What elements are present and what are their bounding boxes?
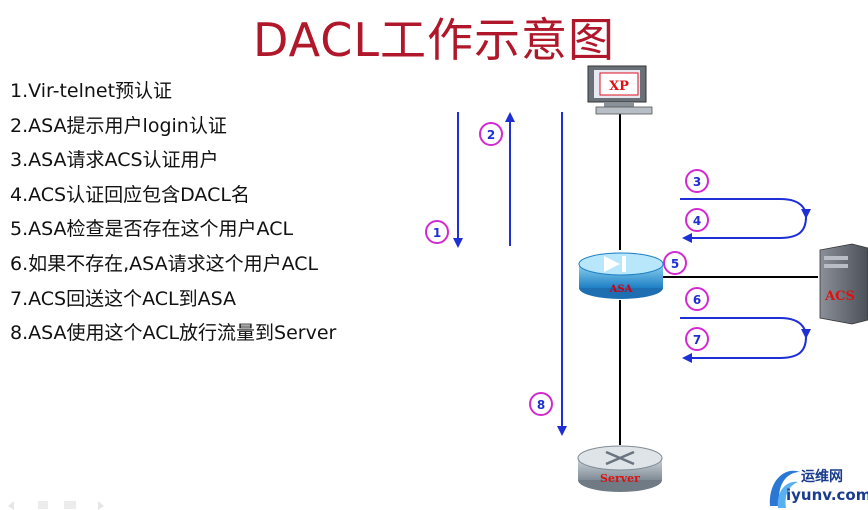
slide-controls [0,498,140,510]
step-8: 8.ASA使用这个ACL放行流量到Server [10,322,337,345]
slide-nav-icons [8,501,104,510]
next-icon [98,501,104,510]
step-5: 5.ASA检查是否存在这个用户ACL [10,218,294,241]
marker-3-label: 3 [693,175,701,189]
step-7: 7.ACS回送这个ACL到ASA [10,287,237,310]
diagram-title: DACL工作示意图 [252,13,616,67]
step-marker-3: 3 [685,169,709,193]
asa-label: ASA [609,284,633,295]
step-marker-1: 1 [425,220,449,244]
marker-2-label: 2 [487,128,495,142]
marker-4-label: 4 [693,214,701,228]
asa-firewall-icon: ASA [578,252,664,299]
arrow-7 [682,336,807,363]
marker-7-label: 7 [693,333,701,347]
pen-icon [38,501,48,509]
step-4: 4.ACS认证回应包含DACL名 [10,183,250,206]
arrow-6 [680,317,811,339]
step-6: 6.如果不存在,ASA请求这个用户ACL [10,252,319,275]
marker-1-label: 1 [433,226,441,240]
step-marker-5: 5 [663,251,687,275]
marker-8-label: 8 [537,398,545,412]
server-router-icon: Server [577,445,663,492]
watermark-domain: iyunv.com [786,486,868,504]
marker-5-label: 5 [671,257,679,271]
step-list: 1.Vir-telnet预认证 2.ASA提示用户login认证 3.ASA请求… [10,74,336,351]
menu-icon [64,501,76,509]
watermark-site-name: 运维网 [801,469,843,485]
step-2: 2.ASA提示用户login认证 [10,114,227,137]
arrow-3 [680,198,811,219]
step-marker-4: 4 [685,208,709,232]
watermark-logo: 运维网 iyunv.com [764,462,868,510]
step-marker-7: 7 [685,327,709,351]
arrow-4 [682,216,807,243]
xp-computer-icon: XP [587,65,653,115]
step-3: 3.ASA请求ACS认证用户 [10,149,219,172]
step-marker-6: 6 [685,287,709,311]
step-marker-2: 2 [479,122,503,146]
step-marker-8: 8 [529,392,553,416]
acs-label: ACS [824,289,855,304]
server-label: Server [600,472,640,485]
prev-icon [8,501,14,510]
xp-label: XP [609,79,629,94]
marker-6-label: 6 [693,293,701,307]
watermark-swoosh-icon [769,470,800,508]
acs-server-icon: ACS [819,243,868,325]
step-1: 1.Vir-telnet预认证 [10,80,173,102]
